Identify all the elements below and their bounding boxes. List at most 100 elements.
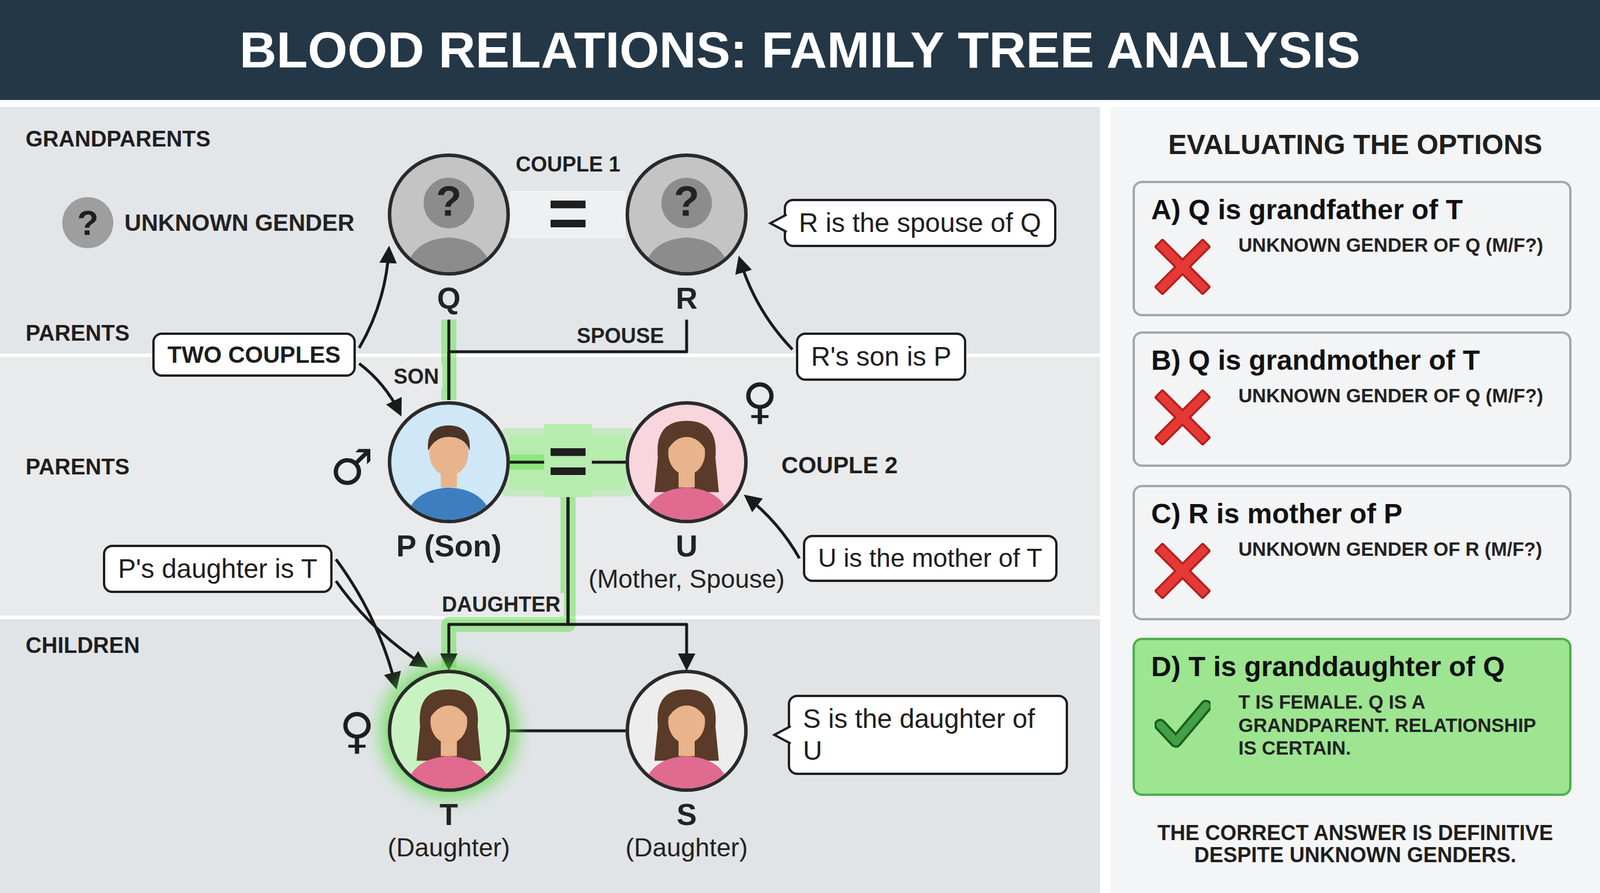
equals-sign: = [544,423,592,498]
cross-icon [1154,543,1211,599]
connector-label: SPOUSE [573,324,668,348]
callout-text: P's daughter is T [118,552,318,585]
cross-outline [1162,550,1203,591]
gender-symbol: ♀ [741,375,778,427]
relation-connector [336,580,425,666]
silhouette-body [643,237,731,273]
grandparents-band [0,106,1100,356]
person-icon [391,404,507,520]
callout-bubble: P's daughter is T [102,544,333,594]
band-label: CHILDREN [25,634,140,658]
band-label: PARENTS [25,455,130,480]
person-icon [629,673,745,789]
tail-outline [774,726,791,744]
callout-bubble: R is the spouse of Q [783,198,1057,248]
family-member: S(Daughter) [552,669,821,864]
member-circle: ? [625,153,748,276]
legend-text: UNKNOWN GENDER [124,209,355,237]
option-box: D) T is granddaughter of QT IS FEMALE. Q… [1132,637,1572,796]
callout-bubble: TWO COUPLES [152,332,356,377]
option-heading: A) Q is grandfather of T [1151,193,1553,226]
shirt [643,756,731,789]
gender-symbol: ♂ [329,441,374,494]
hair-front [429,696,469,720]
tail-outline [770,214,787,232]
tail-fill [769,212,789,234]
unknown-mark: ? [77,204,99,242]
member-name: T [315,797,583,833]
equals-sign: = [547,176,589,250]
couple-label: COUPLE 2 [781,452,898,478]
cross-mark [1162,550,1203,591]
panel-heading: EVALUATING THE OPTIONS [1168,130,1543,160]
relation-connector [509,729,626,733]
person-icon [391,673,507,789]
check-outline [1160,705,1207,742]
parents-band [0,355,1100,618]
member-circle [625,669,748,792]
check-mark [1160,705,1207,742]
unknown-mark: ? [391,180,507,223]
hair [427,425,470,452]
member-role: (Daughter) [315,832,583,864]
relation-connector [336,559,396,687]
cross-outline [1162,397,1203,438]
callout-text: TWO COUPLES [167,340,341,369]
option-reason: UNKNOWN GENDER OF Q (M/F?) [1238,384,1553,408]
band-label: GRANDPARENTS [25,127,211,152]
children-band [0,617,1100,893]
hair-back [654,689,720,762]
tail-fill [773,724,793,746]
connector-label: SON [390,365,443,389]
member-name: S [552,797,821,833]
member-circle: ? [387,153,510,276]
option-box: B) Q is grandmother of T UNKNOWN GENDER O… [1132,331,1572,467]
option-heading: B) Q is grandmother of T [1151,344,1553,377]
cross-icon [1154,238,1211,295]
person-icon [629,404,745,520]
callout-text: U is the mother of T [818,543,1043,574]
member-role: (Daughter) [552,832,821,864]
cross-mark [1162,397,1203,438]
option-heading: C) R is mother of P [1151,497,1553,530]
option-reason: UNKNOWN GENDER OF R (M/F?) [1238,537,1553,562]
couple-label: COUPLE 1 [515,153,621,176]
shirt [405,487,493,520]
member-name: R [552,281,821,317]
hair-front [666,696,707,720]
title-bar [0,0,1600,100]
cross-mark [1162,246,1203,287]
callout-tail [768,212,789,234]
member-name: P (Son) [315,529,583,564]
shirt [643,487,731,520]
hair-back [416,689,482,762]
callout-bubble: S is the daughter of U [787,694,1069,775]
member-circle [387,669,510,792]
option-box: C) R is mother of P UNKNOWN GENDER OF R (… [1132,484,1572,621]
legend-swatch [62,197,114,249]
option-heading: D) T is granddaughter of Q [1151,650,1553,683]
callout-text: S is the daughter of U [802,702,1053,767]
unknown-mark: ? [629,180,745,223]
member-circle [387,401,510,524]
hair-back [654,420,720,493]
conclusion-note: THE CORRECT ANSWER IS DEFINITIVE DESPITE… [1116,822,1594,867]
callout-tail [772,724,793,746]
connector-label: DAUGHTER [438,593,564,617]
silhouette-body [405,237,493,273]
callout-bubble: U is the mother of T [802,534,1058,582]
family-member: ?Q [315,153,583,317]
callout-text: R is the spouse of Q [798,206,1042,239]
check-icon [1154,695,1211,752]
family-member: ?R [552,153,821,317]
cross-icon [1154,389,1211,446]
member-name: Q [315,281,583,317]
band-label: PARENTS [25,322,130,346]
family-member: U(Mother, Spouse) [552,401,821,595]
member-circle [625,401,748,524]
callout-text: R's son is P [811,340,952,373]
relation-connector [448,319,687,400]
hair-front [666,427,707,452]
options-panel [1110,106,1600,893]
